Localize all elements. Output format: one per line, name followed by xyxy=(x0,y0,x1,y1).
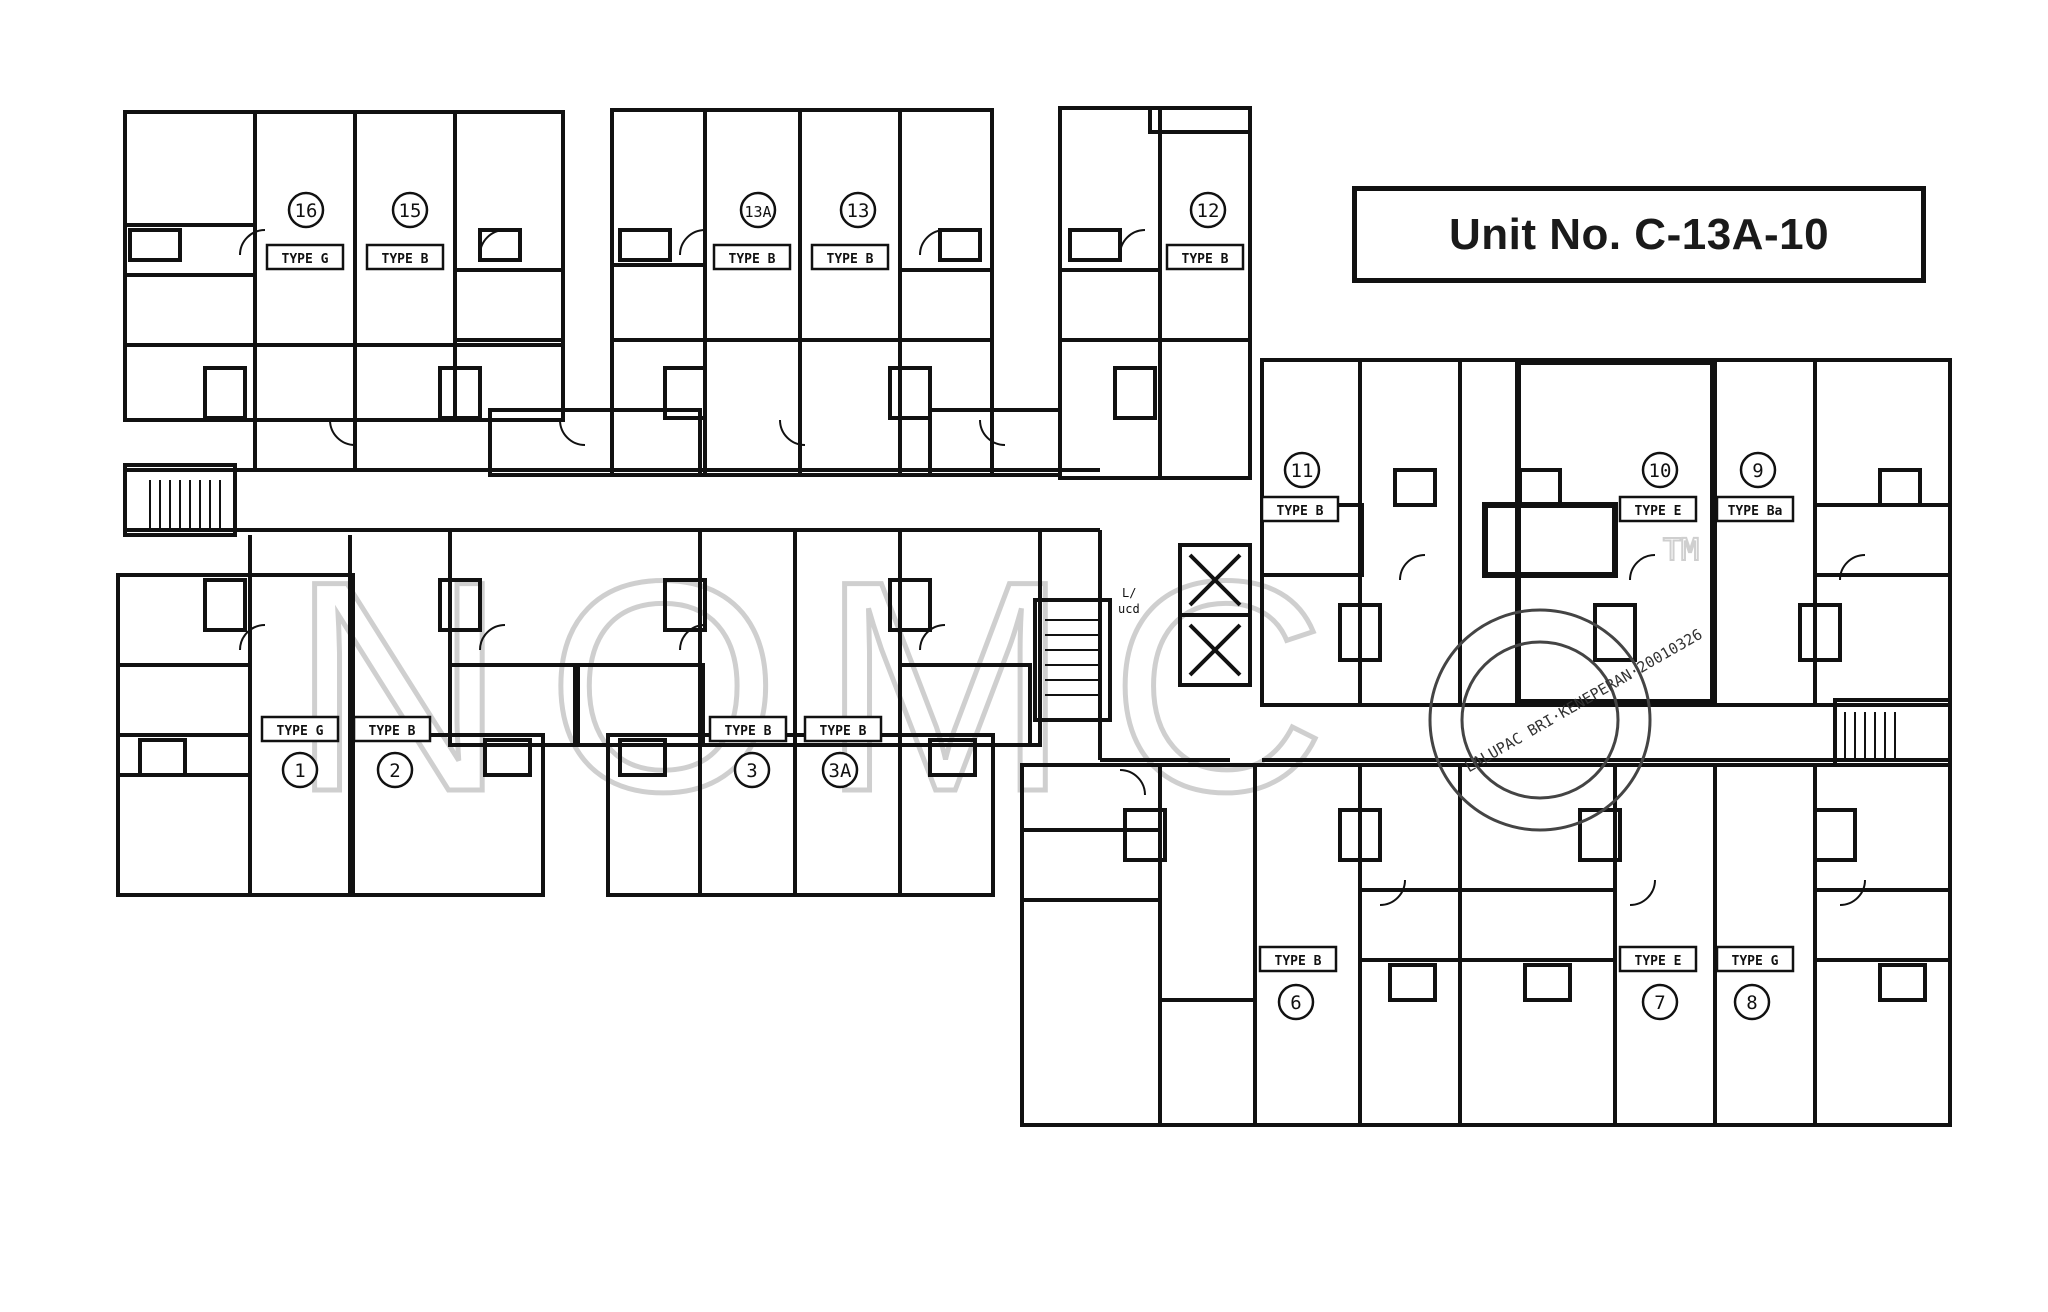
unit-number-circle xyxy=(1283,451,1321,489)
unit-type-label: TYPE B xyxy=(1182,252,1229,267)
unit-number-label: 9 xyxy=(1752,460,1763,482)
unit-type-label: TYPE E xyxy=(1635,954,1682,969)
unit-type-label: TYPE B xyxy=(729,252,776,267)
unit-number-label: 11 xyxy=(1291,460,1314,482)
unit-type-label: TYPE B xyxy=(725,724,772,739)
unit-number-label: 3A xyxy=(829,760,852,782)
unit-number-label: 2 xyxy=(389,760,400,782)
stair-core xyxy=(1033,598,1112,722)
unit-number-label: 10 xyxy=(1649,460,1672,482)
unit-number-circle xyxy=(1739,451,1777,489)
unit-number-label: 13 xyxy=(847,200,870,222)
unit-number-label: 3 xyxy=(746,760,757,782)
stair-right xyxy=(1833,698,1952,767)
unit-number-circle xyxy=(1277,983,1315,1021)
watermark-text: NOMC xyxy=(290,518,1367,854)
unit-type-tag xyxy=(803,715,883,743)
unit-type-tag xyxy=(1258,945,1338,973)
unit-type-label: TYPE G xyxy=(277,724,324,739)
unit-number-circle xyxy=(376,751,414,789)
unit-type-tag xyxy=(1165,243,1245,271)
unit-number-circle xyxy=(1733,983,1771,1021)
lower-block-b xyxy=(606,733,995,897)
stair-left xyxy=(123,463,237,537)
unit-number-circle xyxy=(739,191,777,229)
unit-number-label: 8 xyxy=(1746,992,1757,1014)
unit-number-circle xyxy=(821,751,859,789)
watermark-tm: TM xyxy=(1663,533,1699,568)
unit-type-tag xyxy=(810,243,890,271)
unit-type-label: TYPE B xyxy=(382,252,429,267)
unit-type-tag xyxy=(1618,495,1698,523)
unit-type-tag xyxy=(1618,945,1698,973)
lift-label-2: ucd xyxy=(1118,602,1140,616)
unit-type-tag xyxy=(260,715,340,743)
unit-type-tag xyxy=(708,715,788,743)
unit-type-label: TYPE G xyxy=(282,252,329,267)
unit-type-label: TYPE B xyxy=(827,252,874,267)
unit-number-circle xyxy=(733,751,771,789)
unit-number-circle xyxy=(391,191,429,229)
unit-type-label: TYPE B xyxy=(1275,954,1322,969)
unit-number-label: 6 xyxy=(1290,992,1301,1014)
unit-type-tag xyxy=(1715,945,1795,973)
unit-number-circle xyxy=(281,751,319,789)
unit-number-circle xyxy=(1641,451,1679,489)
unit-number-circle xyxy=(287,191,325,229)
unit-type-tag xyxy=(352,715,432,743)
unit-number-circle xyxy=(1641,983,1679,1021)
unit-type-tag xyxy=(1715,495,1795,523)
unit-number-title: Unit No. C-13A-10 xyxy=(1448,209,1830,259)
unit-type-label: TYPE Ba xyxy=(1728,504,1783,519)
unit-type-label: TYPE B xyxy=(1277,504,1324,519)
unit-number-label: 13A xyxy=(744,203,771,221)
unit-number-label: 12 xyxy=(1197,200,1220,222)
unit-type-tag xyxy=(1260,495,1340,523)
unit-number-box: Unit No. C-13A-10 xyxy=(1352,186,1926,283)
unit-number-label: 15 xyxy=(399,200,422,222)
unit-type-tag xyxy=(712,243,792,271)
lift-label-1: L/ xyxy=(1122,586,1136,600)
unit-type-label: TYPE B xyxy=(369,724,416,739)
unit-type-tag xyxy=(265,243,345,271)
unit-number-circle xyxy=(839,191,877,229)
unit-type-label: TYPE E xyxy=(1635,504,1682,519)
approval-stamp xyxy=(1428,608,1652,832)
upper-block-c xyxy=(1058,106,1252,480)
unit-number-circle xyxy=(1189,191,1227,229)
unit-number-label: 16 xyxy=(295,200,318,222)
unit-type-tag xyxy=(365,243,445,271)
unit-type-label: TYPE B xyxy=(820,724,867,739)
unit-number-label: 1 xyxy=(294,760,305,782)
unit-type-label: TYPE G xyxy=(1732,954,1779,969)
unit-number-label: 7 xyxy=(1654,992,1665,1014)
